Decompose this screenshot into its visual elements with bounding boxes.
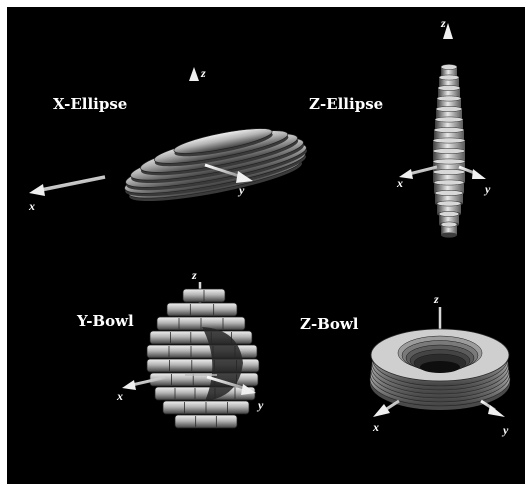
y-bowl-layer <box>183 289 225 302</box>
z-ellipse-shape <box>433 64 465 237</box>
x-ellipse-x-axis <box>29 177 105 196</box>
z-ellipse-x-label: x <box>396 176 403 190</box>
z-bowl-y-axis <box>481 401 505 417</box>
y-bowl-x-label: x <box>116 389 123 403</box>
z-bowl-hole <box>420 361 460 373</box>
z-ellipse-title: Z-Ellipse <box>309 95 383 113</box>
y-bowl-layer <box>175 415 237 428</box>
x-ellipse-z-label: z <box>200 66 206 80</box>
y-bowl-y-label: y <box>256 398 264 412</box>
y-bowl-layer <box>150 331 252 344</box>
y-bowl-layer <box>155 387 255 400</box>
y-bowl-z-label: z <box>191 268 197 282</box>
x-ellipse-x-label: x <box>28 199 35 213</box>
z-bowl-x-axis <box>373 401 399 417</box>
y-bowl-panel: Y-Bowl z x y <box>76 268 264 428</box>
z-bowl-shape <box>370 307 510 410</box>
y-bowl-shape <box>147 282 259 428</box>
z-ellipse-panel: Z-Ellipse z x y <box>309 16 491 238</box>
x-ellipse-y-label: y <box>237 183 245 197</box>
z-ellipse-y-label: y <box>483 182 491 196</box>
z-ellipse-x-axis <box>399 167 437 179</box>
y-bowl-title: Y-Bowl <box>76 312 134 330</box>
z-ellipse-layer <box>441 222 457 238</box>
x-ellipse-title: X-Ellipse <box>53 95 127 113</box>
z-bowl-panel: Z-Bowl z x y <box>300 292 510 437</box>
x-ellipse-shape <box>122 124 310 210</box>
y-bowl-layer <box>167 303 237 316</box>
shapes-diagram: X-Ellipse z x y <box>7 7 525 484</box>
z-bowl-z-label: z <box>433 292 439 306</box>
z-bowl-y-label: y <box>501 423 509 437</box>
figure-background: X-Ellipse z x y <box>7 7 525 484</box>
x-ellipse-panel: X-Ellipse z x y <box>28 66 310 213</box>
z-bowl-x-label: x <box>372 420 379 434</box>
z-ellipse-z-label: z <box>440 16 446 30</box>
z-bowl-title: Z-Bowl <box>300 315 359 333</box>
y-bowl-layer <box>157 317 245 330</box>
y-bowl-layer <box>163 401 249 414</box>
